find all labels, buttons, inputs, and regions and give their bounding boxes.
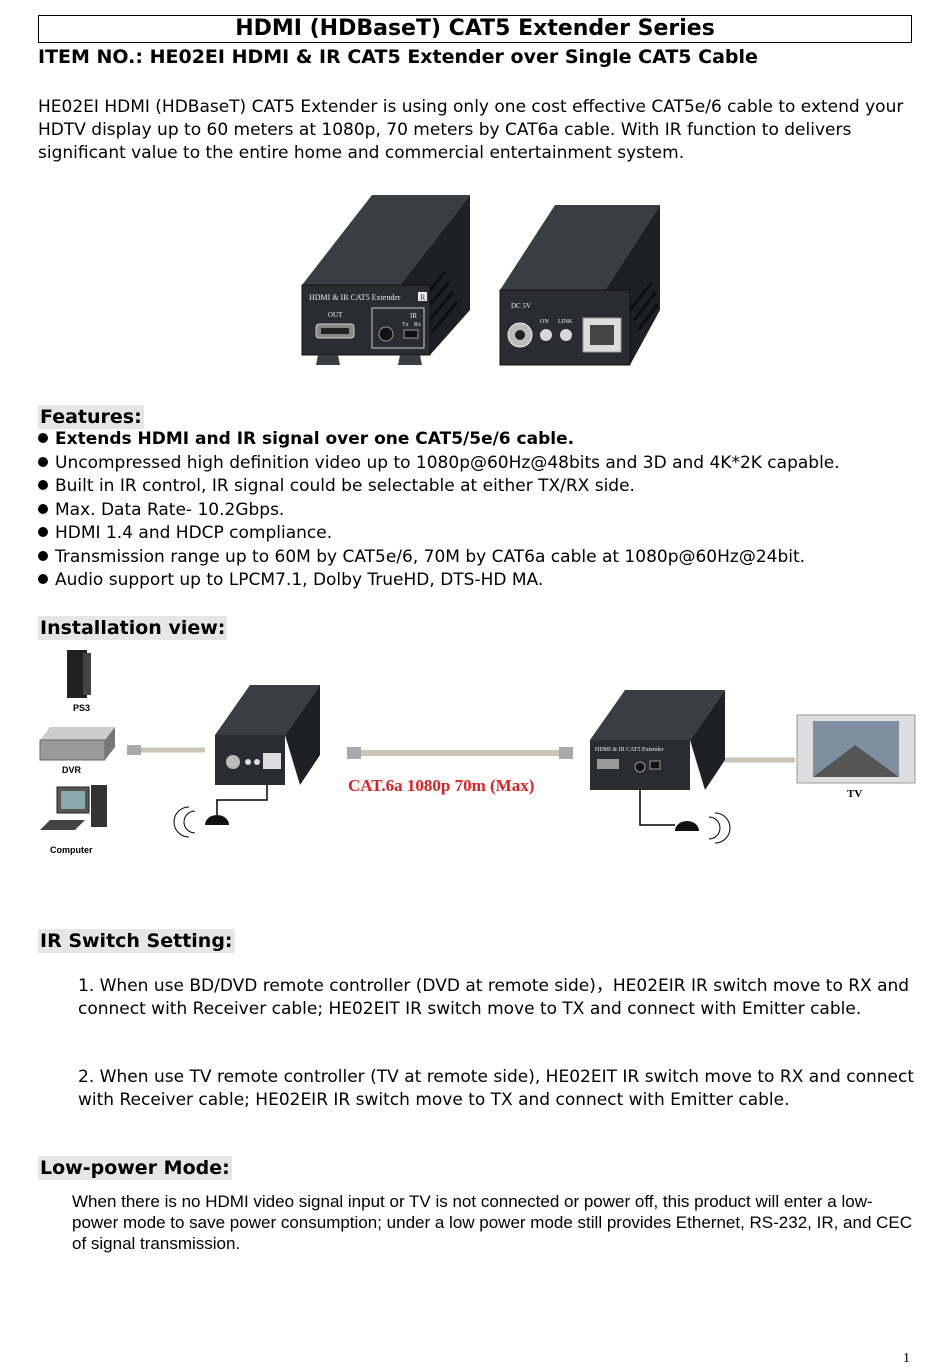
feature-item: Uncompressed high definition video up to…: [38, 452, 938, 476]
right-unit-vents: [628, 281, 660, 331]
installation-heading: Installation view:: [38, 616, 228, 640]
tv-screen-road: [813, 745, 899, 777]
product-photo: HDMI & IR CAT5 Extender R OUT IR Tx Rx D…: [301, 195, 660, 366]
feature-item: Max. Data Rate- 10.2Gbps.: [38, 499, 938, 523]
ps3-label: PS3: [73, 703, 90, 713]
ir-switch-heading: IR Switch Setting:: [38, 929, 235, 953]
features-list: Extends HDMI and IR signal over one CAT5…: [38, 428, 938, 593]
feature-item: Built in IR control, IR signal could be …: [38, 475, 938, 499]
bullet-icon: [38, 574, 48, 584]
feature-item: Extends HDMI and IR signal over one CAT5…: [38, 428, 938, 452]
dvr-icon-side: [105, 727, 115, 760]
feature-item: Audio support up to LPCM7.1, Dolby TrueH…: [38, 569, 938, 593]
bullet-icon: [38, 480, 48, 490]
page-title: HDMI (HDBaseT) CAT5 Extender Series: [38, 15, 912, 43]
ir-jack: [378, 326, 394, 342]
cable-label: CAT.6a 1080p 70m (Max): [348, 776, 534, 795]
features-heading: Features:: [38, 405, 144, 429]
rx-unit-label: HDMI & IR CAT5 Extender: [595, 747, 664, 753]
dvr-icon: [39, 739, 106, 761]
dvr-label: DVR: [62, 765, 82, 775]
ir-receiver-cable: [216, 785, 268, 815]
computer-label: Computer: [50, 845, 93, 855]
rx-label: Rx: [414, 322, 421, 328]
rx-ir-switch: [649, 760, 661, 770]
bullet-icon: [38, 527, 48, 537]
ps3-icon: [67, 650, 87, 698]
rx-unit-side: [690, 690, 725, 790]
link-label: LINK: [558, 319, 573, 325]
ir-signal-icon: [173, 806, 196, 838]
computer-tower: [91, 785, 107, 827]
cat-plug-right: [559, 747, 573, 759]
page-number: 1: [903, 1351, 910, 1366]
item-number: ITEM NO.: HE02EI HDMI & IR CAT5 Extender…: [38, 46, 758, 68]
bullet-icon: [38, 503, 48, 514]
cat-plug-left: [347, 747, 361, 759]
left-unit-badge-box: [418, 292, 427, 301]
left-unit-front: [301, 284, 431, 356]
link-led: [560, 329, 572, 341]
ir-label: IR: [410, 312, 417, 320]
bullet-icon: [38, 550, 48, 561]
on-label: ON: [540, 319, 549, 325]
hdmi-port-inner: [321, 328, 349, 334]
low-power-text: When there is no HDMI video signal input…: [72, 1192, 913, 1253]
low-power-heading: Low-power Mode:: [38, 1156, 232, 1180]
rx-hdmi-port: [597, 759, 619, 769]
ps3-icon-side: [83, 653, 91, 695]
left-unit-badge: R: [420, 293, 426, 302]
left-unit-foot-2: [398, 355, 422, 365]
right-unit-top: [500, 205, 660, 290]
tx-led: [245, 759, 251, 765]
left-unit-label: HDMI & IR CAT5 Extender: [309, 293, 401, 302]
intro-paragraph: HE02EI HDMI (HDBaseT) CAT5 Extender is u…: [38, 97, 904, 163]
ir-emitter-icon: [675, 821, 699, 831]
feature-item: Transmission range up to 60M by CAT5e/6,…: [38, 546, 938, 570]
rx-unit-top: [590, 690, 725, 740]
out-label: OUT: [328, 311, 343, 319]
installation-diagram: PS3 DVR Computer CAT.6a 1080p 70m (Max) …: [39, 650, 916, 855]
ir-emitter-signal-icon: [708, 812, 731, 844]
on-led: [540, 329, 552, 341]
computer-screen: [61, 791, 85, 809]
tv-label: TV: [847, 788, 862, 800]
tx-label: Tx: [402, 322, 409, 328]
bullet-icon: [38, 433, 48, 443]
tx-unit-side: [285, 685, 320, 785]
ir-panel: [371, 307, 425, 349]
tx-led-2: [254, 759, 260, 765]
feature-item: HDMI 1.4 and HDCP compliance.: [38, 522, 938, 546]
step-1: 1. When use BD/DVD remote controller (DV…: [78, 976, 910, 1019]
ir-receiver-icon: [205, 815, 229, 825]
ir-emitter-cable: [639, 790, 675, 826]
tx-rj45: [263, 753, 281, 769]
computer-keyboard: [40, 820, 85, 830]
ir-switch: [403, 329, 419, 339]
tx-dc-jack: [226, 755, 240, 769]
rj45-port-inner: [590, 325, 614, 345]
hdmi-plug: [127, 745, 141, 755]
dc-jack-inner: [515, 330, 525, 340]
rx-ir-jack: [634, 761, 646, 773]
left-unit-top: [302, 195, 470, 285]
left-unit-foot: [316, 355, 340, 365]
dc-label: DC 5V: [511, 302, 531, 310]
step-2: 2. When use TV remote controller (TV at …: [78, 1067, 914, 1110]
dvr-icon-top: [40, 727, 115, 740]
bullet-icon: [38, 456, 48, 467]
